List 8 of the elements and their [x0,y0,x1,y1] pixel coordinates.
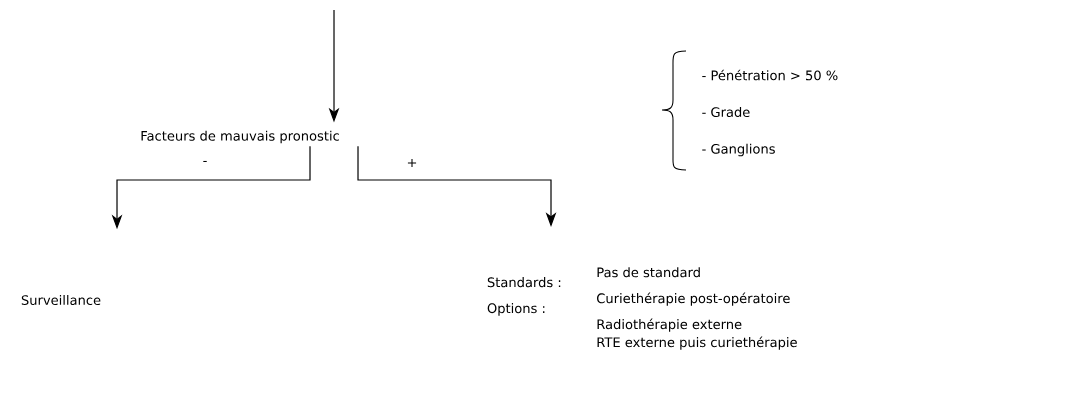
edge-label: - [201,159,209,167]
factor-list-item: - Ganglions [702,143,775,157]
flow-text: Surveillance [21,294,101,306]
treatment-options-text: Standards : Pas de standard Options : Curiethérapie post-opératoire Radiothérapie externe RTE externe puis curiethérapie [487,267,797,350]
edge-label: + [405,157,419,169]
factor-list-item: - Pénétration > 50 % [702,69,838,81]
flow-text: Facteurs de mauvais pronostic [141,130,339,144]
factor-list-item: - Grade [702,106,750,118]
